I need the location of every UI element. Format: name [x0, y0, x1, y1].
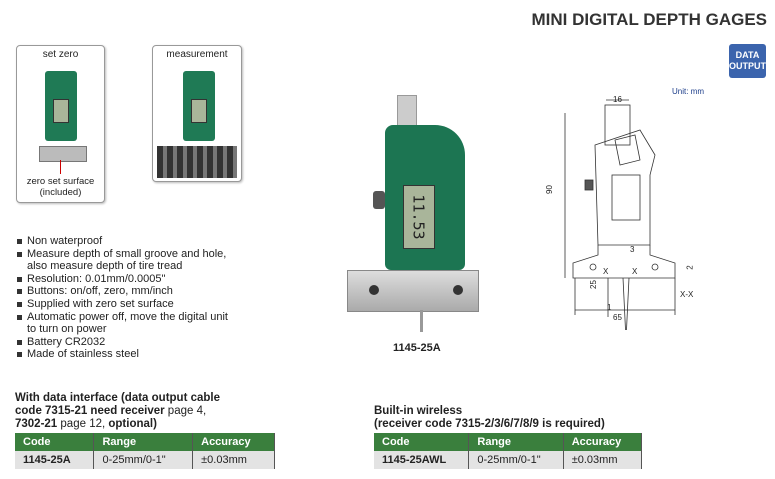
tire-tread-image — [157, 146, 237, 178]
feature-item: Battery CR2032 — [15, 336, 230, 349]
feature-item: Automatic power off, move the digital un… — [15, 311, 230, 336]
col-accuracy: Accuracy — [563, 433, 643, 451]
lcd-reading: 11.53 — [410, 194, 428, 240]
product-image: 11.53 — [345, 95, 480, 340]
feature-item: Measure depth of small groove and hole, … — [15, 248, 230, 273]
dim-section: 2 — [685, 265, 695, 270]
dim-height: 90 — [544, 185, 554, 194]
col-range: Range — [93, 433, 194, 451]
feature-list: Non waterproof Measure depth of small gr… — [15, 235, 230, 361]
feature-item: Buttons: on/off, zero, mm/inch — [15, 285, 230, 298]
photo-caption: set zero — [42, 49, 79, 60]
gauge-image — [45, 71, 77, 141]
col-range: Range — [468, 433, 564, 451]
right-section-heading: Built-in wireless(receiver code 7315-2/3… — [374, 405, 605, 430]
feature-item: Resolution: 0.01mm/0.0005" — [15, 273, 230, 286]
page-title: MINI DIGITAL DEPTH GAGES — [531, 10, 768, 29]
col-accuracy: Accuracy — [192, 433, 275, 451]
section-mark: X — [632, 267, 638, 276]
measurement-photo: measurement — [152, 45, 242, 182]
dim-width: 16 — [613, 95, 622, 104]
feature-item: Supplied with zero set surface — [15, 298, 230, 311]
feature-item: Non waterproof — [15, 235, 230, 248]
gauge-image — [183, 71, 215, 141]
dim-tip: 3 — [630, 245, 635, 254]
dim-rod: 1 — [607, 303, 612, 312]
dim-base: 65 — [613, 313, 622, 322]
product-label: 1145-25A — [393, 342, 441, 354]
feature-item: Made of stainless steel — [15, 348, 230, 361]
photo-caption: measurement — [166, 49, 228, 60]
section-mark: X — [603, 267, 609, 276]
set-zero-photo: set zero zero set surface(included) — [16, 45, 105, 203]
section-label: X-X — [680, 290, 694, 299]
col-code: Code — [15, 433, 95, 451]
zero-set-note: zero set surface(included) — [26, 176, 95, 198]
left-section-heading: With data interface (data output cable c… — [15, 392, 221, 430]
col-code: Code — [374, 433, 470, 451]
unit-label: Unit: mm — [672, 87, 704, 96]
dimension-drawing — [564, 99, 676, 330]
dim-range: 25 — [588, 280, 598, 289]
